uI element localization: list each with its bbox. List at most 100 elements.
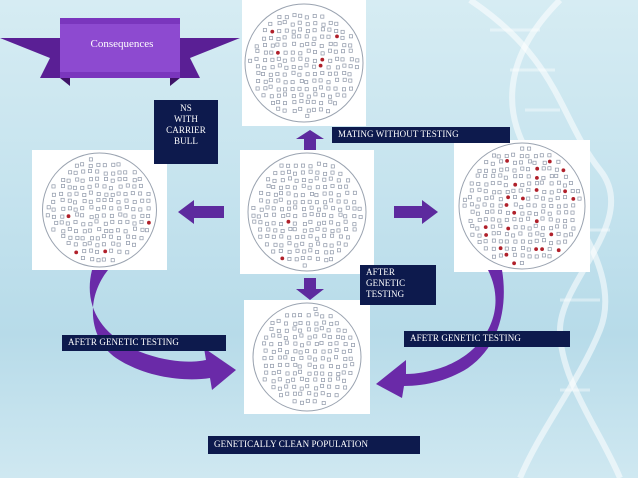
clear-individual-square (477, 168, 482, 173)
population-boundary (458, 142, 586, 270)
clear-individual-square (111, 241, 116, 246)
clear-individual-square (299, 333, 304, 338)
clear-individual-square (269, 50, 274, 55)
clear-individual-square (139, 220, 144, 224)
clear-individual-square (314, 386, 319, 391)
clear-individual-square (320, 391, 325, 396)
clear-individual-square (520, 146, 525, 151)
clear-individual-square (297, 364, 302, 369)
clear-individual-square (146, 206, 151, 211)
clear-individual-square (75, 212, 80, 217)
clear-individual-square (541, 253, 546, 258)
clear-individual-square (483, 174, 488, 178)
clear-individual-square (330, 170, 335, 175)
clear-individual-square (263, 79, 268, 84)
clear-individual-square (104, 192, 109, 197)
carrier-dot (286, 219, 291, 224)
clear-individual-square (519, 205, 524, 210)
clear-individual-square (132, 184, 137, 189)
clear-individual-square (320, 27, 325, 32)
clear-individual-square (282, 42, 287, 47)
clear-individual-square (263, 86, 268, 91)
clear-individual-square (570, 218, 575, 223)
clear-individual-square (254, 44, 259, 49)
clear-individual-square (290, 87, 295, 92)
clear-individual-square (51, 192, 56, 197)
clear-individual-square (322, 227, 327, 232)
clear-individual-square (329, 257, 333, 262)
clear-individual-square (270, 65, 275, 70)
clear-individual-square (277, 21, 282, 26)
clear-individual-square (299, 356, 304, 360)
clear-individual-square (313, 392, 318, 397)
clear-individual-square (519, 160, 523, 165)
clear-individual-square (280, 178, 285, 183)
clear-individual-square (462, 203, 467, 208)
clear-individual-square (292, 335, 297, 340)
clear-individual-square (336, 241, 341, 246)
clear-individual-square (492, 153, 496, 158)
clear-individual-square (283, 80, 288, 85)
clear-individual-square (348, 371, 353, 375)
clear-individual-square (498, 203, 503, 208)
clear-individual-square (299, 79, 304, 83)
clear-individual-square (316, 241, 321, 246)
clear-individual-square (306, 48, 311, 53)
clear-individual-square (352, 190, 357, 195)
clear-individual-square (323, 205, 328, 210)
clear-individual-square (511, 188, 516, 193)
clear-individual-square (348, 34, 353, 39)
clear-individual-square (314, 371, 319, 376)
arrow-left-icon (178, 200, 224, 224)
clear-individual-square (280, 207, 284, 212)
clear-individual-square (104, 229, 109, 233)
clear-individual-square (116, 162, 121, 167)
clear-individual-square (539, 180, 544, 185)
clear-individual-square (269, 36, 273, 41)
clear-individual-square (301, 178, 306, 182)
clear-individual-square (94, 214, 99, 219)
clear-individual-square (304, 80, 309, 85)
clear-individual-square (286, 163, 291, 168)
clear-individual-square (496, 154, 501, 159)
clear-individual-square (556, 231, 561, 236)
clear-individual-square (311, 107, 316, 112)
clear-individual-square (279, 191, 283, 196)
clear-individual-square (294, 178, 299, 183)
clear-individual-square (270, 57, 275, 62)
clear-individual-square (101, 213, 106, 218)
carrier-dot (535, 166, 540, 171)
clear-individual-square (262, 36, 267, 41)
clear-individual-square (324, 250, 329, 255)
clear-individual-square (333, 71, 338, 76)
clear-individual-square (61, 178, 66, 182)
clear-individual-square (506, 210, 510, 215)
clear-individual-square (292, 185, 297, 190)
clear-individual-square (145, 228, 149, 233)
clear-individual-square (527, 181, 532, 186)
clear-individual-square (301, 163, 305, 168)
clear-individual-square (89, 177, 93, 182)
clear-individual-square (88, 169, 92, 173)
clear-individual-square (313, 92, 318, 97)
clear-individual-square (526, 196, 531, 201)
population-circle-bottom (252, 302, 362, 412)
clear-individual-square (533, 223, 538, 228)
clear-individual-square (279, 243, 284, 248)
clear-individual-square (273, 171, 278, 176)
clear-individual-square (526, 167, 530, 172)
clear-individual-square (102, 205, 106, 210)
clear-individual-square (291, 377, 296, 382)
clear-individual-square (68, 170, 73, 175)
clear-individual-square (469, 202, 474, 207)
clear-individual-square (117, 170, 122, 175)
clear-individual-square (139, 236, 144, 241)
clear-individual-square (504, 239, 509, 244)
clear-individual-square (297, 34, 302, 39)
clear-individual-square (109, 206, 114, 211)
clear-individual-square (348, 78, 353, 83)
clear-individual-square (277, 29, 282, 34)
clear-individual-square (288, 227, 293, 231)
clear-individual-square (556, 204, 561, 209)
clear-individual-square (51, 214, 56, 219)
